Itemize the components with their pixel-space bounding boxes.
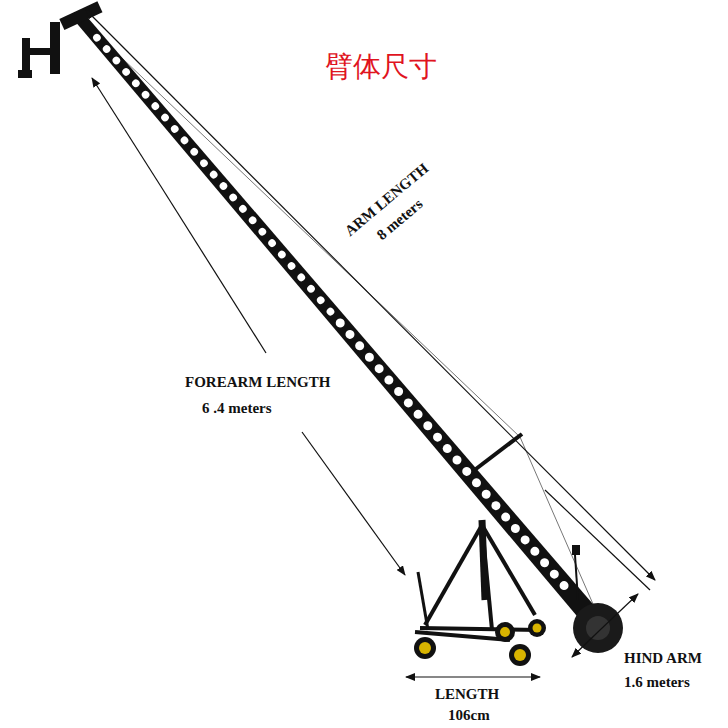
truss-hole — [325, 306, 336, 317]
dimension-line — [600, 594, 638, 630]
truss-hole — [519, 534, 532, 547]
title: 臂体尺寸 — [325, 52, 437, 83]
truss-hole — [286, 261, 297, 272]
truss-hole — [383, 374, 396, 387]
truss-hole — [160, 112, 171, 123]
dimension-label: 6 .4 meters — [200, 400, 274, 417]
truss-hole — [150, 101, 161, 112]
truss-hole — [92, 32, 103, 43]
wheel-hub — [514, 649, 526, 661]
truss-hole — [460, 465, 473, 478]
truss-hole — [257, 226, 268, 237]
truss-hole — [412, 408, 425, 421]
head-plate — [59, 1, 102, 30]
truss-hole — [315, 295, 326, 306]
truss-hole — [218, 181, 229, 192]
truss-hole — [392, 385, 405, 398]
truss-hole — [441, 442, 454, 455]
dimension-label: LENGTH — [433, 686, 501, 703]
truss-hole — [199, 158, 210, 169]
truss-hole — [363, 351, 376, 364]
truss-hole — [334, 317, 347, 330]
dolly-frame — [420, 628, 540, 630]
truss-hole — [140, 89, 151, 100]
dimension-line — [406, 676, 470, 677]
wheel-hub — [500, 627, 510, 637]
head-bracket — [28, 48, 58, 55]
dimension-label: 106cm — [446, 707, 492, 724]
truss-hole — [421, 419, 434, 432]
counterweight-hub — [586, 616, 610, 640]
truss-hole — [189, 146, 200, 157]
jib-arm — [70, 8, 598, 622]
head-bracket — [18, 70, 32, 78]
truss-hole — [121, 67, 132, 78]
truss-hole — [353, 340, 366, 353]
dimension-line — [572, 630, 600, 657]
dimension-label: 1.6 meters — [622, 674, 692, 691]
truss-hole — [169, 124, 180, 135]
wheel-hub — [533, 624, 542, 633]
truss-hole — [373, 362, 386, 375]
wheel — [528, 619, 546, 637]
dimension-line — [470, 676, 540, 677]
truss-hole — [228, 192, 239, 203]
cable — [82, 20, 520, 437]
truss-hole — [480, 488, 493, 501]
truss-hole — [267, 238, 278, 249]
truss-hole — [558, 579, 571, 592]
truss-hole — [538, 556, 551, 569]
dimension-line — [86, 10, 100, 24]
truss-hole — [238, 204, 249, 215]
dimension-line — [100, 24, 655, 580]
dimension-line — [160, 185, 266, 353]
truss-hole — [247, 215, 258, 226]
truss-hole — [208, 169, 219, 180]
wheel — [509, 644, 531, 666]
truss-hole — [548, 568, 561, 581]
truss-hole — [499, 511, 512, 524]
truss-hole — [276, 249, 287, 260]
dolly-wheels — [414, 619, 546, 666]
extension-line — [545, 490, 650, 590]
control-box — [572, 545, 580, 555]
dimension-label: FOREARM LENGTH — [183, 374, 332, 391]
tripod-leg — [425, 525, 482, 625]
dimension-label: HIND ARM — [622, 650, 704, 667]
dimension-line — [302, 432, 405, 575]
truss-hole — [344, 328, 357, 341]
truss-hole — [296, 272, 307, 283]
dimension-line — [92, 78, 160, 185]
truss-hole — [451, 454, 464, 467]
dolly-handle — [418, 572, 428, 630]
tripod-column — [482, 520, 485, 600]
truss-hole — [179, 135, 190, 146]
wheel — [495, 622, 515, 642]
truss-hole — [101, 44, 112, 55]
tripod — [415, 520, 540, 640]
truss-hole — [470, 476, 483, 489]
wheel — [414, 637, 436, 659]
truss-hole — [490, 499, 503, 512]
arm-truss — [70, 8, 598, 622]
wheel-hub — [419, 642, 431, 654]
truss-hole — [402, 397, 415, 410]
control-rod — [575, 555, 578, 600]
truss-hole — [509, 522, 522, 535]
truss-hole — [111, 55, 122, 66]
truss-hole — [431, 431, 444, 444]
camera-head — [18, 1, 102, 78]
tripod-leg — [482, 525, 535, 615]
dimension-lines — [86, 10, 655, 677]
truss-hole — [130, 78, 141, 89]
truss-hole — [306, 283, 317, 294]
truss-hole — [529, 545, 542, 558]
counterweight — [573, 603, 623, 653]
